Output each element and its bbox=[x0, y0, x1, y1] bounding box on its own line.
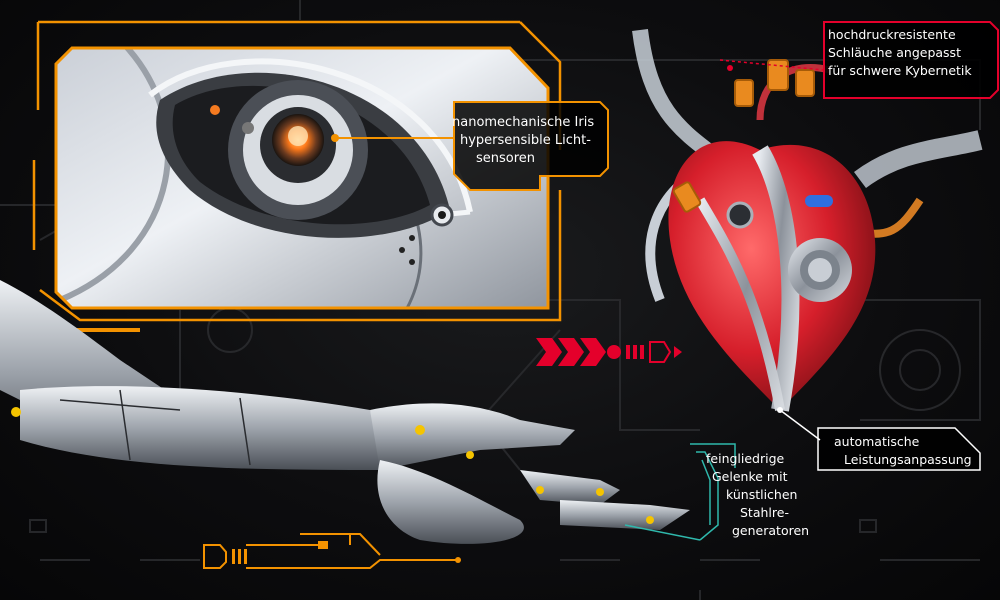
callout-line: automatische bbox=[834, 434, 920, 449]
callout-line: Leistungsanpassung bbox=[844, 452, 972, 467]
power-callout-text: automatische Leistungsanpassung bbox=[822, 433, 982, 469]
callout-line: feingliedrige bbox=[706, 451, 785, 466]
joints-callout-text: feingliedrige Gelenke mit künstlichen St… bbox=[700, 450, 850, 540]
callout-line: hochdruckresistente bbox=[828, 27, 956, 42]
callout-line: künstlichen bbox=[726, 487, 798, 502]
callout-line: Stahlre- bbox=[740, 505, 789, 520]
callout-line: für schwere Kybernetik bbox=[828, 63, 972, 78]
callout-line: Gelenke mit bbox=[712, 469, 788, 484]
callout-line: sensoren bbox=[476, 151, 536, 166]
callout-line: nanomechanische Iris bbox=[452, 115, 595, 130]
callout-line: hypersensible Licht- bbox=[460, 133, 591, 148]
hose-callout-text: hochdruckresistente Schläuche angepasst … bbox=[828, 26, 996, 80]
callout-line: generatoren bbox=[732, 523, 810, 538]
iris-callout-text: nanomechanische Iris hypersensible Licht… bbox=[452, 114, 602, 168]
callout-line: Schläuche angepasst bbox=[828, 45, 961, 60]
